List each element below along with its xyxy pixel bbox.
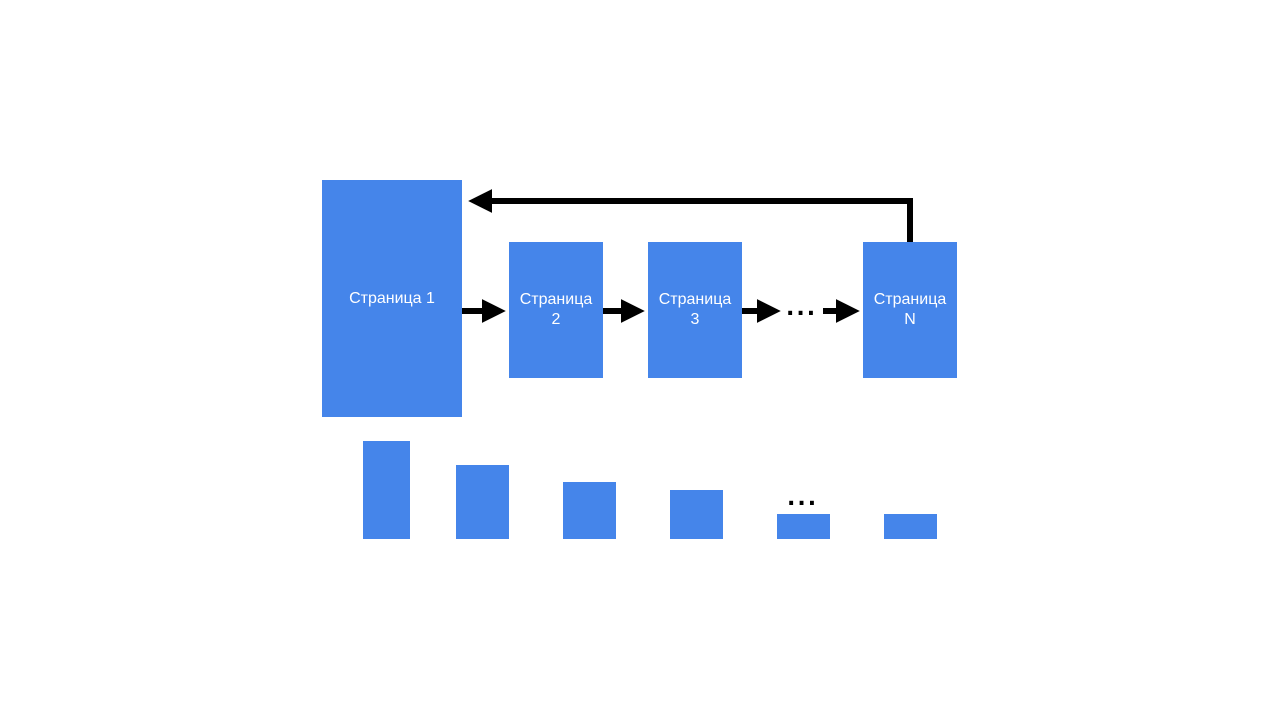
page-block-3-label-line2: 3 (690, 311, 700, 328)
page-block-2-label-line2: 2 (551, 311, 561, 328)
size-bar-1 (363, 441, 410, 539)
size-bar-5 (777, 514, 830, 539)
size-bar-6 (884, 514, 937, 539)
size-bar-4 (670, 490, 723, 539)
page-block-1-label-line1: Страница 1 (349, 289, 435, 307)
page-block-n: Страница N (863, 242, 957, 378)
page-block-3: Страница 3 (648, 242, 742, 378)
arrow-return-n-to-1 (468, 189, 913, 242)
ellipsis-top: ... (786, 296, 818, 321)
page-block-n-label-line1: Страница (873, 291, 947, 308)
page-block-3-label-line1: Страница (658, 291, 732, 308)
page-block-n-label-line2: N (904, 311, 916, 328)
page-block-1: Страница 1 (322, 180, 462, 417)
page-block-2-label-line1: Страница (519, 291, 593, 308)
ellipsis-bottom: ... (787, 486, 819, 511)
page-block-2: Страница 2 (509, 242, 603, 378)
size-bar-2 (456, 465, 509, 539)
size-bar-3 (563, 482, 616, 539)
